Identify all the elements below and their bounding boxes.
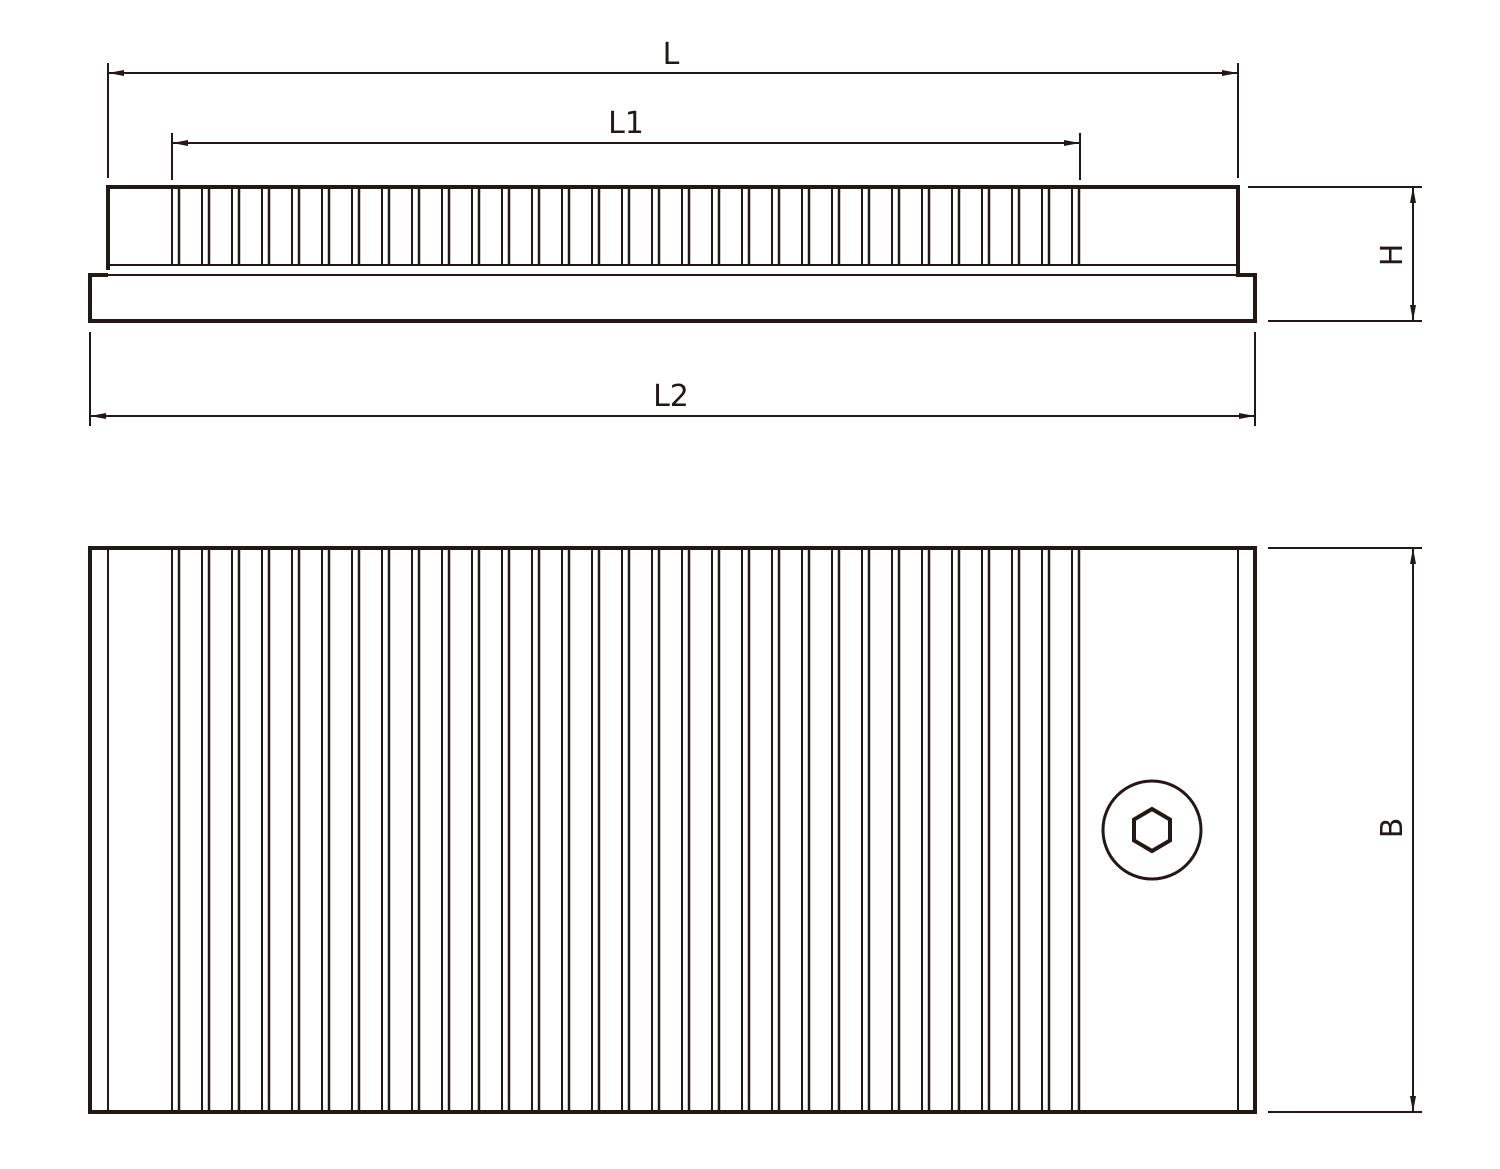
label-L: L [663,37,680,72]
label-L1: L1 [608,106,644,141]
side-view-outline [88,185,1257,323]
plan-view-outline [88,546,1257,1114]
label-H: H [1375,244,1410,267]
side-view [88,185,1257,323]
bolt-circle [1101,779,1203,881]
dimensions [89,63,1422,1113]
side-grooves [171,189,1081,265]
label-L2: L2 [653,379,689,414]
label-B: B [1375,818,1410,839]
plan-grooves [171,550,1081,1110]
hex-socket-icon [1132,806,1172,854]
plan-view [88,546,1257,1114]
